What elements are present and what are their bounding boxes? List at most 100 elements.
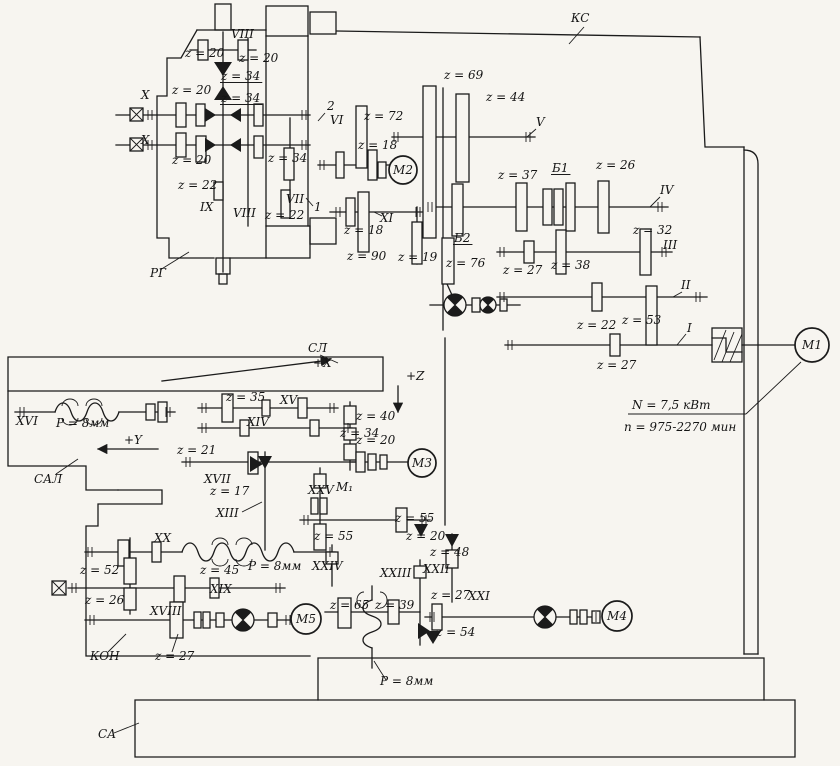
- label-b1: Б1: [551, 161, 568, 175]
- motor-label-m4: М4: [606, 609, 627, 623]
- label-shaft-xvi: XVI: [15, 414, 38, 428]
- label-sl: СЛ: [308, 341, 328, 355]
- motor-m2: М2: [388, 155, 418, 185]
- label-z69: z = 69: [443, 68, 484, 82]
- label-z38: z = 38: [550, 258, 591, 272]
- label-shaft-ix: IX: [199, 200, 214, 214]
- bearing-tick-icon: [19, 407, 25, 417]
- bearing-tick-icon: [499, 247, 505, 257]
- label-shaft-viii-top: VIII: [231, 27, 254, 41]
- label-z22-b: z = 22: [264, 208, 304, 222]
- label-shaft-xviii: XVIII: [149, 604, 182, 618]
- label-sa: СА: [98, 727, 116, 741]
- bearing-tick-icon: [285, 615, 291, 625]
- bearing-tick-icon: [329, 403, 335, 413]
- label-z52: z = 52: [79, 563, 119, 577]
- bearing-cross-icon: [51, 580, 67, 596]
- bearing-tick-icon: [201, 423, 207, 433]
- bearing-tick-icon: [415, 207, 421, 217]
- label-z65: z = 65: [329, 598, 369, 612]
- label-shaft-iii: III: [662, 238, 677, 252]
- label-shaft-xxiv: XXIV: [311, 559, 344, 573]
- label-shaft-ii: II: [680, 278, 691, 292]
- label-z18-a: z = 18: [357, 138, 398, 152]
- label-shaft-x-b: X: [140, 133, 150, 147]
- motor-label-m2: М2: [392, 163, 413, 177]
- bearing-tick-icon: [429, 612, 435, 622]
- friction-clutch: [711, 327, 743, 363]
- label-shaft-viii-bot: VIII: [233, 206, 256, 220]
- bearing-tick-icon: [303, 515, 309, 525]
- bevel-gear-icon: [250, 456, 263, 472]
- bevel-gear-icon: [414, 524, 428, 537]
- label-p8-b: P = 8мм: [247, 559, 301, 573]
- bevel-gear-icon: [214, 86, 232, 100]
- leader-lines: [55, 26, 802, 734]
- label-z20-e: z = 20: [355, 433, 396, 447]
- motor-label-m5: М5: [295, 612, 316, 626]
- pump-icon: [231, 608, 255, 632]
- motor-m5: М5: [290, 603, 322, 635]
- label-z27-d: z = 27: [154, 649, 195, 663]
- bevel-gear-icon: [258, 456, 272, 469]
- label-z27-c: z = 27: [430, 588, 471, 602]
- bearing-tick-icon: [87, 547, 93, 557]
- label-clutch-m1: М₁: [335, 480, 353, 494]
- pump-icon: [479, 296, 497, 314]
- bevel-gear-icon: [445, 534, 459, 547]
- label-b2: Б2: [453, 231, 470, 245]
- label-z20-a: z = 20: [184, 46, 225, 60]
- bearing-tick-icon: [301, 110, 307, 120]
- label-pos-2: 2: [326, 99, 335, 113]
- bearing-tick-icon: [147, 110, 153, 120]
- label-z76: z = 76: [445, 256, 486, 270]
- label-shaft-xiii: XIII: [215, 506, 239, 520]
- label-pos-1: 1: [314, 200, 322, 214]
- bearing-tick-icon: [661, 247, 667, 257]
- label-z20-d: z = 20: [171, 153, 212, 167]
- label-ks: КС: [570, 11, 589, 25]
- label-axis-x: +X: [313, 356, 332, 370]
- label-z90: z = 90: [346, 249, 387, 263]
- bevel-gear-icon: [418, 623, 430, 639]
- pump-icon: [533, 605, 557, 629]
- bevel-gear-icon: [205, 138, 216, 152]
- label-axis-y: +Y: [124, 433, 143, 447]
- label-power: N = 7,5 кВт: [631, 398, 710, 412]
- bevel-gear-icon: [214, 62, 232, 76]
- motor-label-m3: М3: [411, 456, 432, 470]
- label-z26-a: z = 26: [595, 158, 636, 172]
- label-shaft-iv: IV: [659, 183, 675, 197]
- axis-arrows: [96, 356, 404, 455]
- label-z18-b: z = 18: [343, 223, 384, 237]
- label-speed: n = 975-2270 мин: [624, 420, 736, 434]
- bearing-tick-icon: [185, 457, 191, 467]
- bearing-tick-icon: [71, 583, 77, 593]
- bevel-gear-icon: [425, 631, 441, 644]
- label-shaft-xv: XV: [279, 393, 299, 407]
- bearing-tick-icon: [275, 583, 281, 593]
- label-shaft-xix: XIX: [209, 582, 232, 596]
- label-z21: z = 21: [176, 443, 216, 457]
- label-z53: z = 53: [621, 313, 662, 327]
- bearing-tick-icon: [89, 615, 95, 625]
- label-z35: z = 35: [225, 390, 265, 404]
- label-shaft-vii: VII: [286, 192, 304, 206]
- label-rg: РГ: [149, 266, 167, 280]
- bearing-tick-icon: [427, 202, 433, 212]
- label-z20-f: z = 20: [405, 529, 446, 543]
- label-p8-c: P = 8мм: [379, 674, 433, 688]
- label-p8-a: P = 8мм: [55, 416, 109, 430]
- bearing-tick-icon: [325, 547, 331, 557]
- label-shaft-x-a: X: [140, 88, 150, 102]
- label-shaft-i: I: [686, 321, 692, 335]
- bearing-tick-icon: [421, 515, 427, 525]
- motor-m4: М4: [601, 600, 633, 632]
- label-z37: z = 37: [497, 168, 538, 182]
- label-axis-z: +Z: [406, 369, 425, 383]
- label-z72: z = 72: [363, 109, 403, 123]
- label-shaft-xxii: XXII: [422, 562, 450, 576]
- bearing-tick-icon: [165, 407, 171, 417]
- label-z17: z = 17: [209, 484, 250, 498]
